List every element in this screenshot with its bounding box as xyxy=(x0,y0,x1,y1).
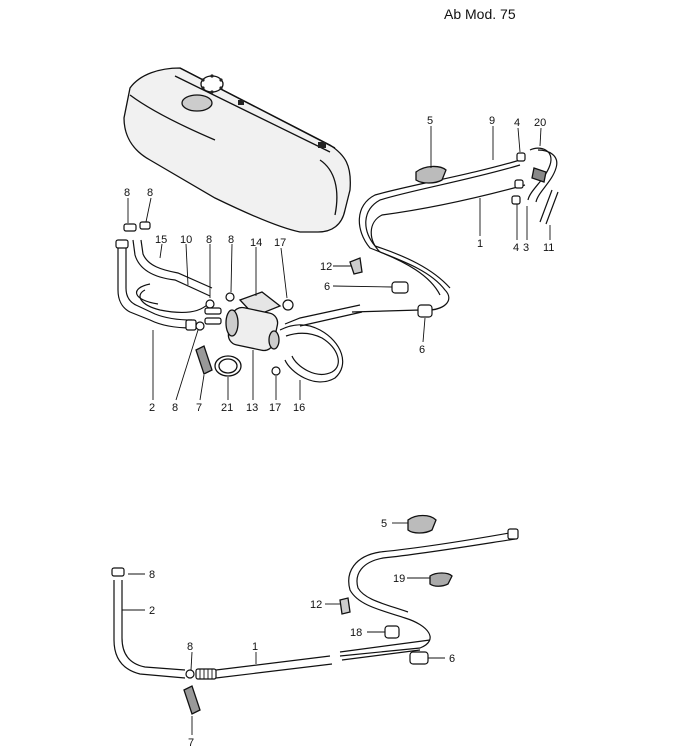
fuel-pump xyxy=(195,291,344,383)
callout-upper-17a: 17 xyxy=(274,237,286,249)
callout-upper-14: 14 xyxy=(250,237,262,249)
cap-part-5 xyxy=(415,165,447,184)
callout-upper-17b: 17 xyxy=(269,402,281,414)
callout-lower-19: 19 xyxy=(393,573,405,585)
callout-upper-4b: 4 xyxy=(513,242,519,254)
callout-lower-6: 6 xyxy=(449,653,455,665)
callout-upper-8c: 8 xyxy=(206,234,212,246)
callout-upper-8a: 8 xyxy=(124,187,130,199)
clip-part-12 xyxy=(349,257,363,275)
callout-lower-18: 18 xyxy=(350,627,362,639)
callout-upper-16: 16 xyxy=(293,402,305,414)
callout-lower-8a: 8 xyxy=(149,569,155,581)
right-fittings xyxy=(511,147,559,225)
callout-upper-12: 12 xyxy=(320,261,332,273)
callout-upper-3: 3 xyxy=(523,242,529,254)
callout-upper-5: 5 xyxy=(427,115,433,127)
callout-upper-6a: 6 xyxy=(324,281,330,293)
left-hoses xyxy=(115,239,213,331)
callout-lower-5: 5 xyxy=(381,518,387,530)
callout-upper-10: 10 xyxy=(180,234,192,246)
upper-labels: 5 9 4 20 1 4 3 11 8 8 15 10 8 8 14 17 12… xyxy=(124,115,554,414)
callout-lower-1: 1 xyxy=(252,641,258,653)
callout-upper-6b: 6 xyxy=(419,344,425,356)
lower-labels: 5 19 8 2 12 18 8 1 6 7 xyxy=(149,518,455,748)
callout-upper-21: 21 xyxy=(221,402,233,414)
callout-upper-2: 2 xyxy=(149,402,155,414)
callout-upper-7: 7 xyxy=(196,402,202,414)
callout-upper-8e: 8 xyxy=(172,402,178,414)
connectors-part-6 xyxy=(391,281,433,318)
callout-upper-8d: 8 xyxy=(228,234,234,246)
callout-upper-11: 11 xyxy=(543,242,554,254)
callout-upper-1: 1 xyxy=(477,238,483,250)
small-fittings-part-8 xyxy=(123,221,235,331)
callout-upper-4a: 4 xyxy=(514,117,520,129)
callout-lower-12: 12 xyxy=(310,599,322,611)
callout-lower-8b: 8 xyxy=(187,641,193,653)
callout-upper-8b: 8 xyxy=(147,187,153,199)
callout-upper-9: 9 xyxy=(489,115,495,127)
lower-assembly xyxy=(111,514,519,715)
callout-lower-7: 7 xyxy=(188,737,194,748)
callout-upper-13: 13 xyxy=(246,402,258,414)
lower-leaders xyxy=(122,522,445,735)
callout-lower-2: 2 xyxy=(149,605,155,617)
model-note: Ab Mod. 75 xyxy=(444,6,516,22)
callout-upper-20: 20 xyxy=(534,117,546,129)
fuel-tank xyxy=(123,67,351,233)
callout-upper-15: 15 xyxy=(155,234,167,246)
upper-leaders xyxy=(127,126,551,401)
